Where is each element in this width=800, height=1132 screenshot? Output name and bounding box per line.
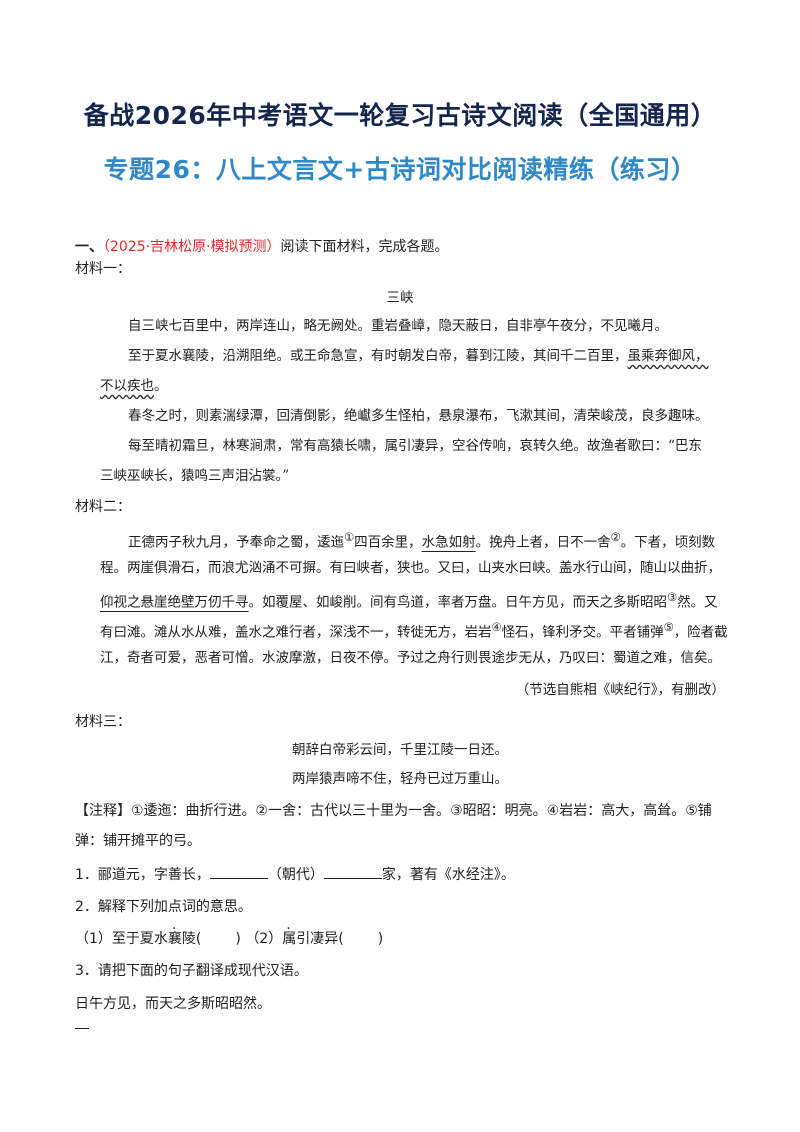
material1-paragraph1: 自三峡七百里中，两岸连山，略无阙处。重岩叠嶂，隐天蔽日，自非亭午夜分，不见曦月。 [128,318,668,334]
text-span: 陵( [181,931,202,947]
poem-line1: 朝辞白帝彩云间，千里江陵一日还。 [292,742,508,758]
text-span: 有曰滩。滩从水从难，盖水之难行者，深浅不一，转徙无方，岩岩 [100,624,492,641]
text-span: 正德丙子秋九月，予奉命之蜀，逶迤 [128,534,344,551]
underlined-text: 水急如射 [421,534,476,551]
question-2: 2．解释下列加点词的意思。 [75,899,252,915]
wavy-underlined-text: 不以疾也 [100,378,154,394]
poem-line2: 两岸猿声啼不住，轻舟已过万重山。 [292,771,508,787]
question-source: （2025·吉林松原·模拟预测） [103,239,281,255]
dotted-word-zhu: 属 [282,931,296,947]
answer-blank-role[interactable] [323,864,382,879]
sub-title: 专题26：八上文言文+古诗词对比阅读精练（练习） [103,155,697,184]
text-span: ，险者截 [673,624,728,641]
footnote-mark: ③ [667,591,678,604]
text-span: 至于夏水襄陵，沿溯阻绝。或王命急宣，有时朝发白帝，暮到江陵，其间千二百里， [128,348,628,364]
text-span: （1）至于夏水 [75,931,168,947]
main-title: 备战2026年中考语文一轮复习古诗文阅读（全国通用） [83,101,717,130]
question-1: 1．郦道元，字善长， （朝代） 家，著有《水经注》。 [75,864,515,885]
text-span: （朝代） [267,867,324,883]
text-span: 。下者，顷刻数 [620,534,716,551]
text-span: 家，著有《水经注》。 [381,867,515,883]
dotted-word-xiang: 襄 [168,931,182,947]
notes-line2: 弹：铺开摊平的弓。 [75,833,201,849]
question-3: 3．请把下面的句子翻译成现代汉语。 [75,963,308,979]
footnote-mark: ② [610,531,621,544]
footnote-mark: ⑤ [663,621,674,634]
text-span: 1．郦道元，字善长， [75,867,210,883]
text-span: 四百余里， [354,534,422,551]
material2-line1: 正德丙子秋九月，予奉命之蜀，逶迤①四百余里，水急如射。挽舟上者，日不一舍②。下者… [128,528,715,553]
material2-source: （节选自熊相《峡纪行》，有删改） [515,682,725,698]
text-span: 。挽舟上者，日不一舍 [475,534,611,551]
text-span: （2） [245,931,283,947]
answer-blank-dynasty[interactable] [209,864,268,879]
material2-line2: 程。两崖俱滑石，而浪尤汹涌不可摒。有曰峡者，狭也。又曰，山夹水曰峡。盖水行山间，… [100,560,721,576]
text-span: 怪石，锋利矛交。平者铺弹 [501,624,664,641]
material1-paragraph2-line1: 至于夏水襄陵，沿溯阻绝。或王命急宣，有时朝发白帝，暮到江陵，其间千二百里，虽乘奔… [128,346,709,366]
text-span: 。如覆屋、如峻削。间有鸟道，率者万盘。日午方见，而天之多斯昭昭 [248,594,668,611]
material2-line3: 仰视之悬崖绝壁万仞千寻。如覆屋、如峻削。间有鸟道，率者万盘。日午方见，而天之多斯… [100,588,718,613]
footnote-mark: ① [344,531,355,544]
question-number: 一、 [75,239,103,255]
question-one-header: 一、（2025·吉林松原·模拟预测）阅读下面材料，完成各题。 [75,237,449,257]
question-instruction: 阅读下面材料，完成各题。 [280,239,449,255]
question-2-items: （1）至于夏水襄陵() （2）属引凄异() [75,929,383,949]
wavy-underlined-text: 虽乘奔御风， [627,348,709,364]
material2-line5: 江，奇者可爱，恶者可憎。水波摩激，日夜不停。予过之舟行则畏途步无从，乃叹曰：蜀道… [100,650,721,666]
material1-paragraph2-line2: 不以疾也。 [100,376,168,396]
text-span: ) [377,931,384,947]
answer-line[interactable] [75,1028,89,1029]
text-span: 引凄异( [296,931,344,947]
text-span: ) [235,931,241,947]
material1-paragraph3: 春冬之时，则素湍绿潭，回清倒影，绝巘多生怪柏，悬泉瀑布，飞漱其间，清荣峻茂，良多… [128,408,709,424]
text-span: 。 [154,378,168,394]
underlined-text: 仰视之悬崖绝壁万仞千寻 [100,594,249,611]
material2-label: 材料二： [75,499,131,515]
material3-label: 材料三： [75,714,131,730]
footnote-mark: ④ [491,621,502,634]
material2-line4: 有曰滩。滩从水从难，盖水之难行者，深浅不一，转徙无方，岩岩④怪石，锋利矛交。平者… [100,618,728,643]
question-3-sentence: 日午方见，而天之多斯昭昭然。 [75,996,271,1012]
notes-line1: 【注释】①逶迤：曲折行进。②一舍：古代以三十里为一舍。③昭昭：明亮。④岩岩：高大… [75,803,712,819]
text-span: 然。又 [677,594,718,611]
material1-label: 材料一： [75,261,131,277]
material1-title: 三峡 [386,290,414,306]
material1-paragraph4-line1: 每至晴初霜旦，林寒涧肃，常有高猿长啸，属引凄异，空谷传响，哀转久绝。故渔者歌曰：… [128,438,702,454]
material1-paragraph4-line2: 三峡巫峡长，猿鸣三声泪沾裳。” [100,468,290,484]
